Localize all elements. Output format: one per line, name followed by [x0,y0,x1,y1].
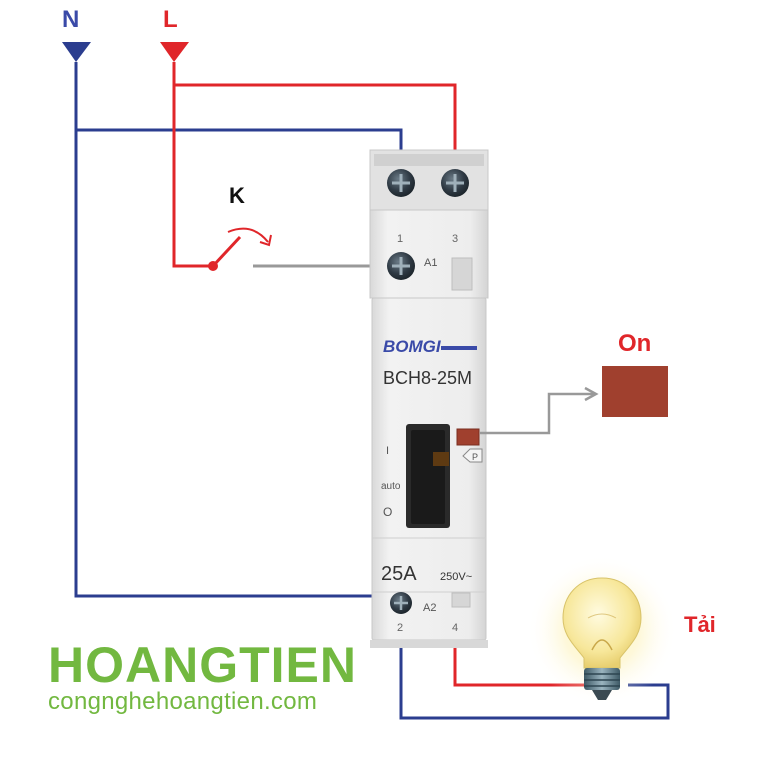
screw-icon [390,592,412,614]
mode-auto-label: auto [381,481,401,492]
live-supply-icon [160,42,189,62]
neutral-supply-icon [62,42,91,62]
mode-off-label: O [383,505,392,519]
live-label: L [163,6,178,33]
terminal-3-label: 3 [452,233,458,245]
rating-current: 25A [381,563,417,585]
indicator-p-label: P [472,452,478,462]
indicator-leader [480,386,599,435]
watermark-name: HOANGTIEN [48,637,357,693]
indicator-label: On [618,330,652,357]
coil-a1-label: A1 [424,257,437,269]
light-bulb-icon [527,555,677,705]
terminal-2-label: 2 [397,622,403,634]
neutral-label: N [62,6,80,33]
watermark-url: congnghehoangtien.com [48,688,318,715]
rating-voltage: 250V~ [440,571,472,583]
switch-k [208,227,392,271]
screw-icon [387,252,415,280]
screw-icon [441,169,469,197]
watermark: HOANGTIEN congnghehoangtien.com [48,640,357,716]
device-model: BCH8-25M [383,368,472,388]
contactor-device: 1 3 A1 BOMGI BCH8-25M I auto O P 25A 250… [369,149,489,648]
load-label: Tải [684,612,716,637]
terminal-1-label: 1 [397,233,403,245]
mode-on-label: I [386,445,389,457]
device-brand: BOMGI [383,337,442,356]
screw-icon [387,169,415,197]
terminal-4-label: 4 [452,622,458,634]
coil-a2-label: A2 [423,602,436,614]
indicator-swatch [602,366,668,417]
switch-label: K [229,183,245,208]
